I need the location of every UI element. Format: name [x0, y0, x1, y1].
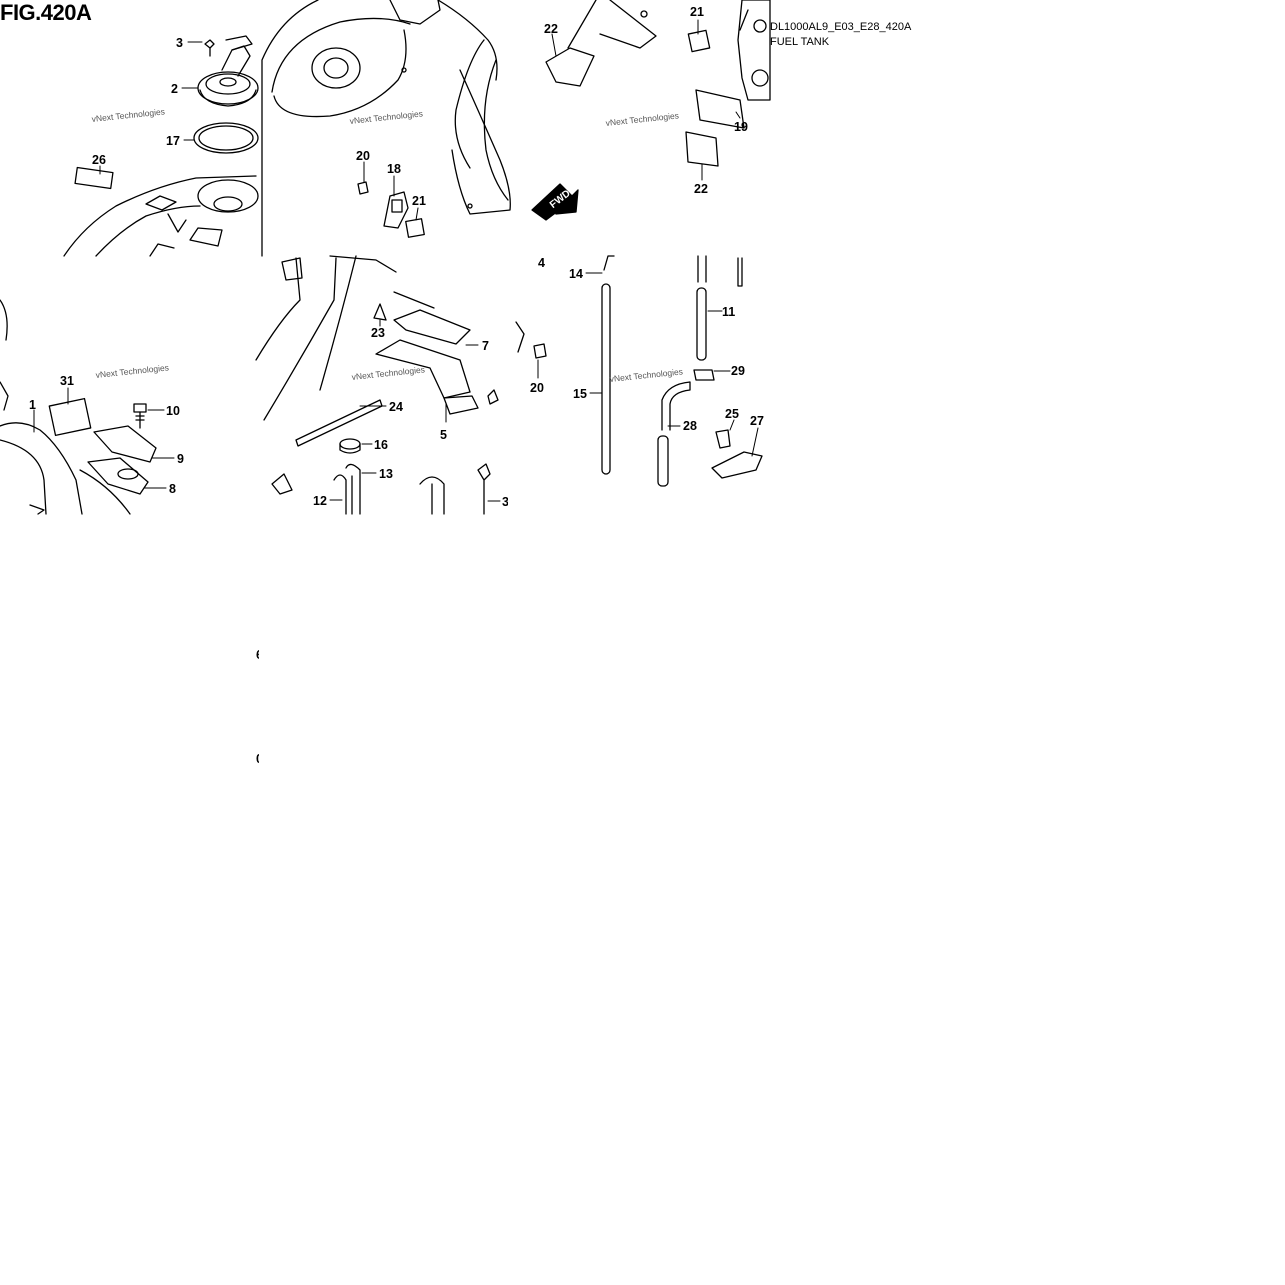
- callout-3: 3: [176, 36, 183, 50]
- callout-27: 27: [750, 414, 764, 428]
- callout-1: 1: [29, 398, 36, 412]
- tank-cover-panel: [261, 0, 511, 257]
- figure-caption: DL1000AL9_E03_E28_420A FUEL TANK: [770, 20, 911, 50]
- callout-4: 4: [538, 256, 545, 270]
- hose-12: [333, 474, 347, 515]
- cap-seal-ring: [193, 122, 259, 154]
- callout-14: 14: [569, 267, 583, 281]
- callout-22b: 22: [694, 182, 708, 196]
- fuel-tank-body: [0, 299, 131, 515]
- callout-25: 25: [725, 407, 739, 421]
- figure-code: DL1000AL9_E03_E28_420A: [770, 21, 912, 33]
- fuel-cap-assembly: [197, 35, 259, 107]
- bolt-25: [715, 429, 731, 449]
- side-bracket-19: [695, 0, 771, 129]
- pad-31: [48, 397, 92, 437]
- label-pad-26: [74, 166, 114, 190]
- callout-8: 8: [169, 482, 176, 496]
- gasket-8-hole: [117, 468, 139, 480]
- callout-20a: 20: [356, 149, 370, 163]
- callout-21b: 21: [690, 5, 704, 19]
- bracket-27: [711, 451, 763, 479]
- watermark-2: vNext Technologies: [349, 108, 423, 126]
- bolt-20b: [533, 343, 547, 359]
- figure-name: FUEL TANK: [770, 36, 830, 48]
- frame-section: [255, 255, 397, 421]
- bolt-20a: [357, 181, 369, 195]
- hose-unlabeled: [419, 476, 445, 515]
- callout-11: 11: [722, 305, 735, 319]
- callout-31: 31: [60, 374, 74, 388]
- callout-29: 29: [731, 364, 745, 378]
- watermark-6: vNext Technologies: [609, 366, 683, 384]
- cushion-22a: [545, 0, 657, 87]
- callout-17: 17: [166, 134, 180, 148]
- callout-2: 2: [171, 82, 178, 96]
- plate-9: [93, 425, 157, 463]
- tile-mask-2: [508, 490, 522, 510]
- hose-13: [345, 463, 361, 515]
- hose-28-lower: [657, 435, 669, 487]
- callout-5: 5: [440, 428, 447, 442]
- watermarks: vNext Technologies vNext Technologies vN…: [91, 106, 683, 384]
- callout-9: 9: [177, 452, 184, 466]
- fwd-arrow-icon: FWD: [531, 183, 579, 221]
- watermark-4: vNext Technologies: [95, 362, 169, 380]
- tile-mask: [259, 640, 269, 770]
- figure-title: FIG.420A: [0, 0, 92, 25]
- bolt-20c: [487, 389, 499, 405]
- clip-23: [373, 303, 387, 321]
- callout-12: 12: [313, 494, 327, 508]
- joint-29: [693, 369, 715, 381]
- callout-22a: 22: [544, 22, 558, 36]
- callout-10: 10: [166, 404, 180, 418]
- strip-24: [295, 399, 383, 447]
- hose-15: [601, 255, 615, 475]
- callout-19: 19: [734, 120, 748, 134]
- rubber-21a: [405, 218, 425, 238]
- callout-26: 26: [92, 153, 106, 167]
- cap-16: [339, 438, 361, 454]
- hose-11: [696, 255, 743, 361]
- bolt-10: [133, 403, 147, 429]
- hose-30: [477, 463, 491, 515]
- callout-28: 28: [683, 419, 697, 433]
- fuel-tank-top: [63, 175, 259, 257]
- callout-15: 15: [573, 387, 587, 401]
- rubber-21b: [687, 29, 711, 53]
- leader-lines: [33, 19, 759, 502]
- cushion-22b: [685, 131, 719, 167]
- watermark-5: vNext Technologies: [351, 364, 425, 382]
- callout-7: 7: [482, 339, 489, 353]
- callout-20b: 20: [530, 381, 544, 395]
- callout-18: 18: [387, 162, 401, 176]
- watermark-3: vNext Technologies: [605, 110, 679, 128]
- hose-28: [661, 381, 691, 431]
- watermark-1: vNext Technologies: [91, 106, 165, 124]
- callout-23: 23: [371, 326, 385, 340]
- panel-edge: [515, 321, 525, 353]
- clamp-6: [271, 473, 293, 495]
- callout-16: 16: [374, 438, 388, 452]
- callout-13: 13: [379, 467, 393, 481]
- callout-21a: 21: [412, 194, 426, 208]
- callouts: 3 2 17 26 20 18 21 22 21 19 22 4 14 11 2…: [29, 5, 764, 766]
- mount-bracket-7: [375, 291, 479, 415]
- bracket-18: [383, 191, 409, 229]
- callout-24: 24: [389, 400, 403, 414]
